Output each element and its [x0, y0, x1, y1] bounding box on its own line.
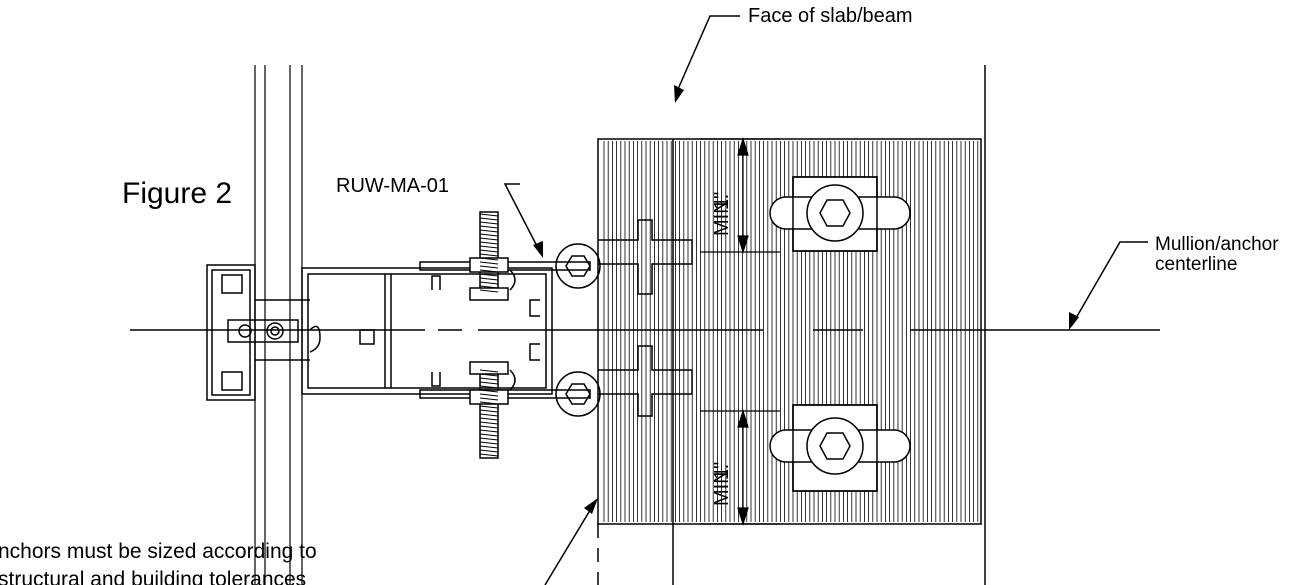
- dimension-upper-qualifier: MIN.: [711, 194, 733, 236]
- dimension-lower: [700, 408, 780, 527]
- face-of-slab-label: Face of slab/beam: [748, 5, 913, 27]
- slab-anchor-bolts: [769, 176, 911, 492]
- dimension-lower-qualifier: MIN.: [711, 464, 733, 506]
- dimension-upper: [700, 136, 780, 255]
- pressure-cap: [206, 264, 310, 401]
- dimension-upper-value: 1": [711, 192, 733, 210]
- anchor-clip: [555, 219, 693, 417]
- note-line1: nchors must be sized according to: [0, 540, 317, 563]
- centerline-label-line1: Mullion/anchor: [1155, 234, 1279, 255]
- leader-lines: [503, 15, 1148, 585]
- leader-arrowheads: [533, 85, 1079, 514]
- mullion-section: [301, 261, 591, 399]
- centerline-label-line2: centerline: [1155, 254, 1237, 275]
- figure-label: Figure 2: [122, 177, 232, 210]
- threaded-rods: [469, 211, 509, 459]
- glazing-lines: [254, 65, 303, 585]
- note-line2: structural and building tolerances: [0, 568, 306, 585]
- dimension-lower-value: 1": [711, 462, 733, 480]
- anchor-part-label: RUW-MA-01: [336, 175, 449, 197]
